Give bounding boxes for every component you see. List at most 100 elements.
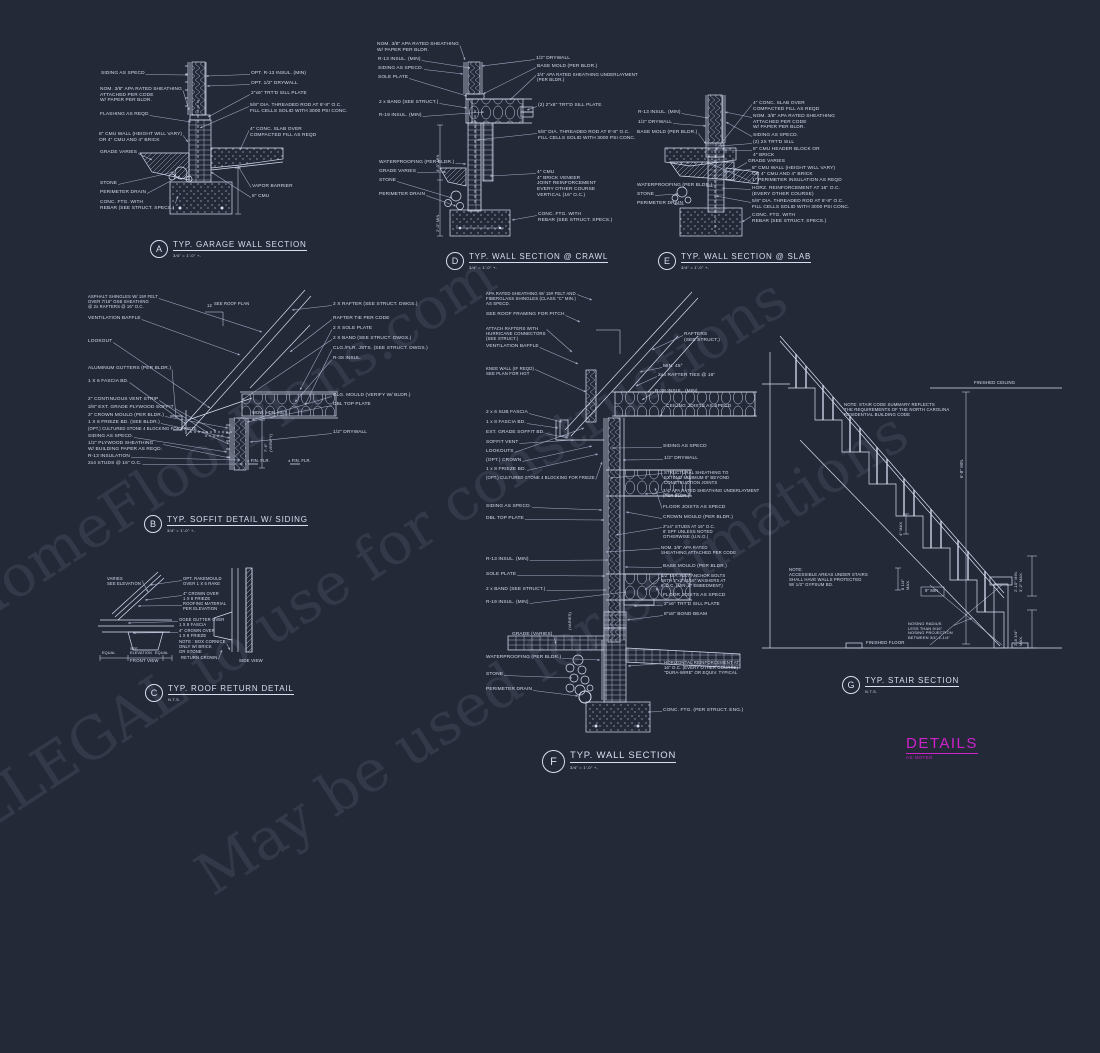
annotation-label: PERIMETER DRAIN	[379, 192, 426, 197]
annotation-label: 1 X 8 FRIEZE BD. (SEE BLDR.)	[88, 420, 160, 425]
annotation-label: 2'-8 3/4" MAX.	[1013, 630, 1023, 646]
leader-line	[421, 60, 471, 69]
leader-line	[218, 649, 223, 660]
annotation-label: 1/2" DIA. A307 ANCHOR BOLTS WITH 2"x2"x3…	[661, 573, 726, 588]
leader-line	[163, 444, 231, 459]
annotation-label: SOFFIT VENT	[486, 440, 519, 445]
leader-line	[239, 130, 250, 151]
annotation-label: RAFTERS (SEE STRUCT.)	[684, 332, 720, 343]
annotation-label: STONE	[379, 178, 397, 183]
wall-section-crawl-drawing	[437, 61, 534, 237]
annotation-label: 12	[207, 303, 212, 308]
annotation-label: NOM. 3/8" APA RATED SHEATHING ATTACHED P…	[661, 545, 737, 556]
annotation-label: FLASHING AS REQD	[100, 112, 149, 117]
annotation-label: NOM. 3/8" APA RATED SHEATHING ATTACHED P…	[100, 87, 182, 104]
annotation-label: 3/8" EXT. GRADE PLYWOOD SOFFIT	[88, 405, 174, 410]
annotation-label: 2 X BAND (SEE STRUCT. DWGS.)	[333, 336, 412, 341]
leader-line	[132, 631, 179, 635]
roof-return-drawing	[98, 567, 253, 661]
annotation-label: STONE	[486, 672, 504, 677]
leader-line	[249, 433, 333, 443]
annotation-label: (OPT.) CULTURED STONE 4 BLOCKING FOR FRI…	[88, 426, 197, 431]
leader-line	[609, 473, 664, 479]
annotation-label: SIDE VIEW	[239, 658, 263, 663]
leader-line	[644, 577, 661, 591]
annotation-label: 4" MAX	[898, 521, 903, 536]
annotation-label: SIDING AS SPECD.	[88, 434, 134, 439]
detail-letter-badge: D	[446, 252, 464, 270]
annotation-label: WATERPROOFING (PER BLDR.)	[379, 160, 455, 165]
annotation-label: ATTACH RAFTERS WITH HURRICANE CONNECTORS…	[486, 326, 546, 342]
annotation-label: R-19 INSUL. (MIN)	[486, 600, 529, 605]
sheet-title: DETAILS	[906, 735, 978, 754]
detail-scale: N.T.S.	[168, 696, 181, 702]
leader-line	[127, 621, 179, 625]
annotation-label: CLG. MOULD (VERIFY W/ BLDR.)	[333, 393, 411, 398]
annotation-label: R-13 INSUL. (MIN)	[378, 57, 421, 62]
leader-line	[182, 135, 189, 143]
leader-line	[171, 369, 177, 419]
annotation-label: 2"x6" TRT'D SILL PLATE	[251, 91, 307, 96]
annotation-label: (2) 2X TRT'D SILL	[753, 140, 795, 145]
detail-title: TYP. WALL SECTION @ CRAWL	[469, 252, 609, 263]
annotation-label: PERIMETER DRAIN	[486, 687, 533, 692]
annotation-label: 4" CONC. SLAB OVER COMPACTED FILL AS REQ…	[753, 101, 820, 112]
detail-letter-badge: E	[658, 252, 676, 270]
annotation-label: SIDING AS SPECD.	[486, 504, 532, 509]
detail-letter-badge: G	[842, 676, 860, 694]
leader-line	[526, 423, 559, 429]
annotation-label: BASE MOULD (PER BLDR.)	[663, 564, 727, 569]
annotation-label: ASPHALT SHINGLES W/ 15# FELT OVER 7/16" …	[88, 294, 158, 309]
leader-line	[304, 349, 333, 406]
annotation-label: 2 x BAND (SEE STRUCT.)	[379, 100, 439, 105]
annotation-label: FLOOR JOISTS AS SPECD	[663, 505, 726, 510]
annotation-label: ± FIN. FLR.	[288, 458, 311, 463]
annotation-label: 5/8" DIA. THREADED ROD AT 8'-8" O.C. FIL…	[752, 199, 850, 210]
annotation-label: R-19 INSUL. (MIN)	[379, 113, 422, 118]
leader-line	[129, 382, 187, 425]
leader-line	[294, 359, 333, 403]
leader-line	[113, 342, 211, 409]
annotation-label: 4'-0" MIN.	[435, 153, 440, 172]
annotation-label: 4" CMU 4" BRICK VENEER JOINT REINFORCEME…	[537, 170, 597, 198]
annotation-label: FINISHED FLOOR	[866, 640, 905, 645]
leader-line	[142, 462, 244, 466]
annotation-label: RAFTER TIE PER CODE	[333, 316, 390, 321]
annotation-label: 5/8" DIA. THREADED ROD AT 8'-8" O.C. FIL…	[250, 103, 348, 114]
annotation-label: STONE	[100, 181, 118, 186]
annotation-label: SIDING AS SPECD	[101, 71, 145, 76]
annotation-label: 1/2" DRYWALL	[638, 120, 673, 125]
annotation-label: R-13 INSUL. (MIN)	[638, 110, 681, 115]
leader-line	[627, 663, 664, 667]
annotation-label: SEE ELEVATION	[130, 647, 152, 656]
leader-lines	[113, 45, 973, 714]
annotation-label: CONC. FTG. (PER STRUCT. ENG.)	[663, 708, 744, 713]
annotation-label: WATERPROOFING (PER BLDR.)	[637, 183, 713, 188]
leader-line	[644, 492, 663, 495]
detail-title-roof-return: C TYP. ROOF RETURN DETAIL N.T.S.	[145, 684, 294, 702]
annotation-label: 3/4" APA RATED SHEATHING UNDERLAYMENT (P…	[663, 488, 760, 498]
leader-line	[595, 461, 603, 480]
leader-line	[534, 369, 587, 393]
leader-line	[481, 59, 536, 67]
leader-line	[715, 195, 752, 203]
annotation-label: SEE ROOF PLAN	[214, 301, 250, 306]
annotation-label: VENTILATION BAFFLE	[88, 316, 141, 321]
leader-line	[528, 413, 563, 423]
leader-line	[615, 527, 663, 536]
leader-line	[197, 430, 230, 445]
annotation-label: 2"x6" TRT'D SILL PLATE	[664, 602, 720, 607]
leader-line	[733, 162, 748, 171]
annotation-label: STONE	[637, 192, 655, 197]
annotation-label: WDW. HDR. HGT.	[252, 410, 288, 415]
leader-line	[626, 615, 664, 621]
detail-title: TYP. ROOF RETURN DETAIL	[168, 684, 294, 695]
annotation-label: 7'-6" (VERIFY)	[263, 433, 273, 452]
detail-letter-badge: A	[150, 240, 168, 258]
stair-section-drawing	[762, 335, 1062, 649]
blueprint-linework	[98, 61, 1062, 733]
leader-line	[409, 78, 468, 97]
leader-line	[526, 106, 538, 111]
annotation-label: (OPT.) CROWN	[486, 458, 522, 463]
annotation-label: NOTE: ACCESSIBLE AREAS UNDER STAIRS SHAL…	[789, 567, 868, 588]
